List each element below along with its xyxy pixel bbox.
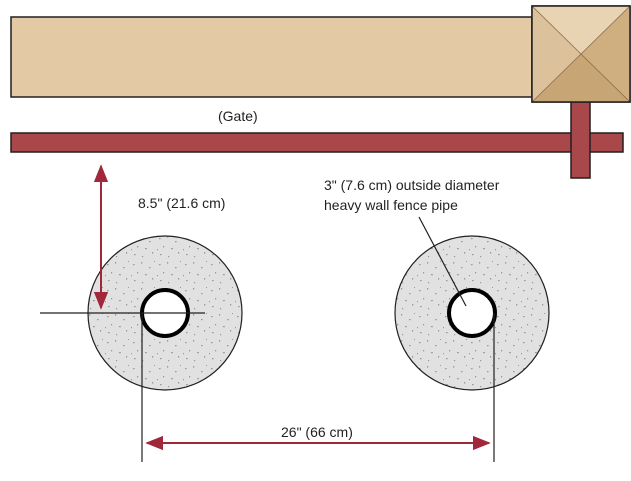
- gate-label: (Gate): [218, 108, 258, 124]
- pipe-note-line1: 3" (7.6 cm) outside diameter: [324, 177, 500, 193]
- post-cap: [531, 5, 631, 103]
- vertical-dimension-label: 8.5" (21.6 cm): [138, 195, 225, 211]
- post-upright: [570, 96, 591, 179]
- right-fence-pipe: [447, 288, 497, 338]
- gate-board: [10, 16, 533, 98]
- pipe-leader-line: [418, 216, 467, 307]
- pipe-note-line2: heavy wall fence pipe: [324, 197, 458, 213]
- gate-rail: [10, 132, 624, 153]
- horizontal-dimension-label: 26" (66 cm): [281, 424, 353, 440]
